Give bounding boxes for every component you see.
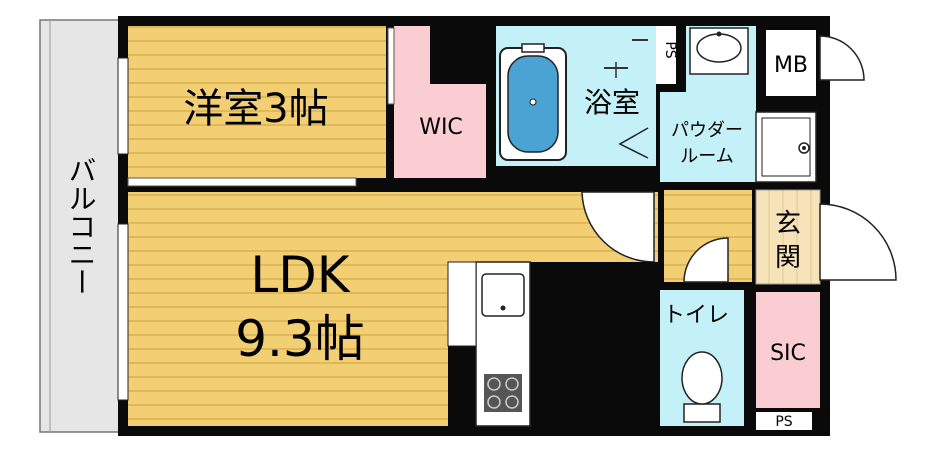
bathroom-label: 浴室 <box>584 86 640 119</box>
entrance-label-2: 関 <box>775 243 801 273</box>
wic-label: WIC <box>419 115 463 140</box>
sic-closet-floor <box>756 292 820 408</box>
balcony-area <box>39 19 123 433</box>
entrance-floor <box>756 190 820 284</box>
western-room-label: 洋室3帖 <box>183 86 328 132</box>
ps-bottom-label: PS <box>775 414 792 430</box>
mb-label: MB <box>774 53 808 78</box>
ps-top-label: PS <box>662 41 678 58</box>
ldk-floor <box>128 192 448 426</box>
sic-label: SIC <box>770 341 806 366</box>
stove <box>484 374 522 412</box>
toilet-bowl <box>681 351 723 405</box>
ldk-label-1: LDK <box>250 246 350 304</box>
western-room-floor <box>128 26 386 178</box>
ps-bottom-area <box>756 412 812 430</box>
ldk-label-2: 9.3帖 <box>235 310 365 368</box>
powder-room-label-2: ルーム <box>680 146 733 167</box>
powder-room-label-1: パウダー <box>671 120 743 141</box>
toilet-label: トイレ <box>663 303 729 328</box>
balcony-label: バルコニー <box>65 156 98 296</box>
kitchen-sink <box>481 273 525 317</box>
entrance-label-1: 玄 <box>775 209 801 239</box>
mb-closet <box>766 30 816 96</box>
ps-top-area <box>656 26 676 84</box>
